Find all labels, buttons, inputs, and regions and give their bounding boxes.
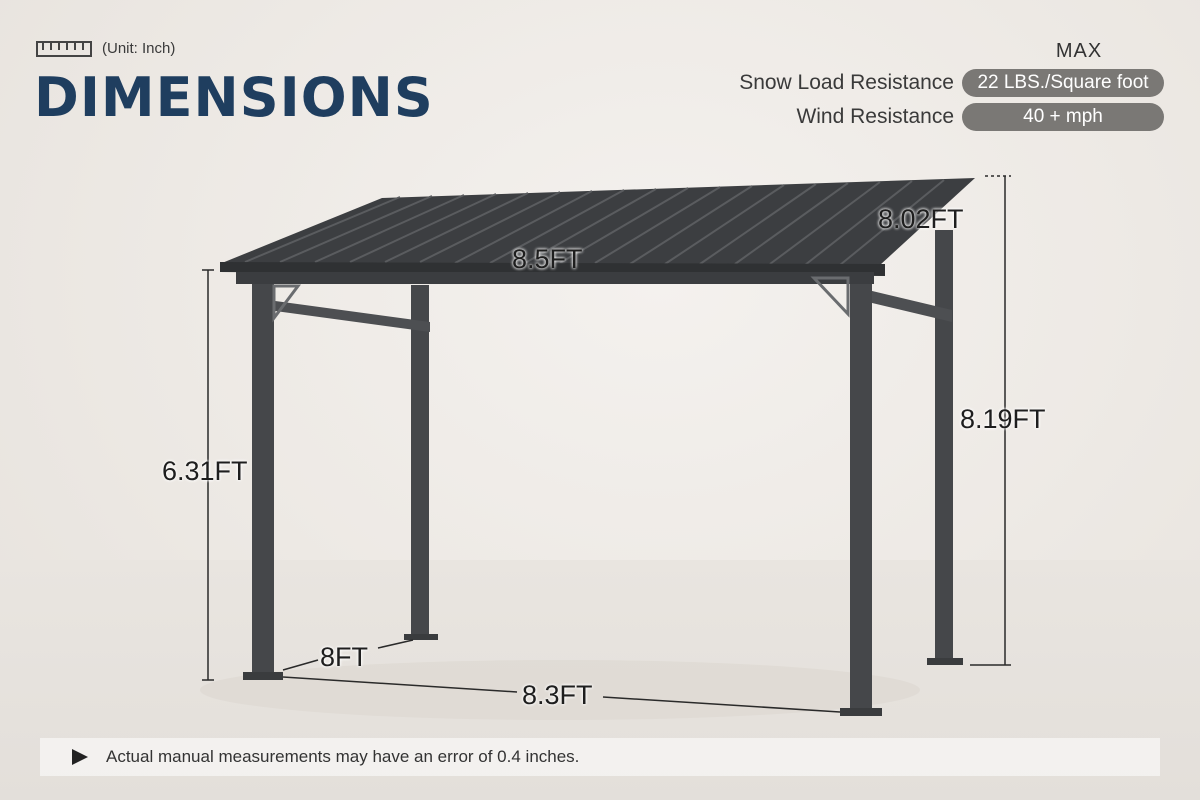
spec-heading: MAX — [1055, 40, 1103, 62]
note-text: Actual manual measurements may have an e… — [106, 747, 580, 766]
dim-base-width: 8.3FT — [522, 680, 593, 710]
front-left-post — [252, 284, 274, 676]
spec-row-snow: Snow Load Resistance 22 LBS./Square foot — [739, 69, 1164, 97]
right-side-beam — [868, 290, 952, 322]
spec-value-pill: 22 LBS./Square foot — [962, 69, 1164, 97]
left-side-beam — [268, 300, 430, 332]
roof-ribs — [244, 179, 945, 266]
dimension-lines — [202, 175, 1011, 713]
spec-panel: MAX Snow Load Resistance 22 LBS./Square … — [739, 40, 1164, 137]
unit-label: (Unit: Inch) — [102, 40, 176, 57]
spec-value-pill: 40 + mph — [962, 103, 1164, 131]
back-left-post — [411, 285, 429, 640]
spec-label: Snow Load Resistance — [739, 71, 954, 94]
dim-roof-width: 8.5FT — [512, 244, 583, 274]
ruler-icon — [36, 40, 92, 57]
arrow-right-icon — [72, 749, 88, 765]
spec-row-wind: Wind Resistance 40 + mph — [739, 103, 1164, 131]
unit-row: (Unit: Inch) — [36, 40, 175, 57]
dim-front-height: 6.31FT — [162, 456, 248, 486]
front-right-post — [850, 284, 872, 712]
post-base-plate — [243, 672, 283, 680]
spec-label: Wind Resistance — [796, 105, 954, 128]
page-title: DIMENSIONS — [34, 66, 434, 129]
corner-bracket — [272, 284, 301, 323]
dim-base-depth: 8FT — [320, 642, 369, 672]
back-right-post — [935, 230, 953, 662]
dim-roof-depth: 8.02FT — [878, 204, 964, 234]
post-base-plate — [840, 708, 882, 716]
post-base-plate — [404, 634, 438, 640]
front-beam — [236, 272, 874, 284]
corner-bracket — [810, 276, 850, 318]
post-base-plate — [927, 658, 963, 665]
note-bar: Actual manual measurements may have an e… — [40, 738, 1160, 776]
dim-back-height: 8.19FT — [960, 404, 1046, 434]
